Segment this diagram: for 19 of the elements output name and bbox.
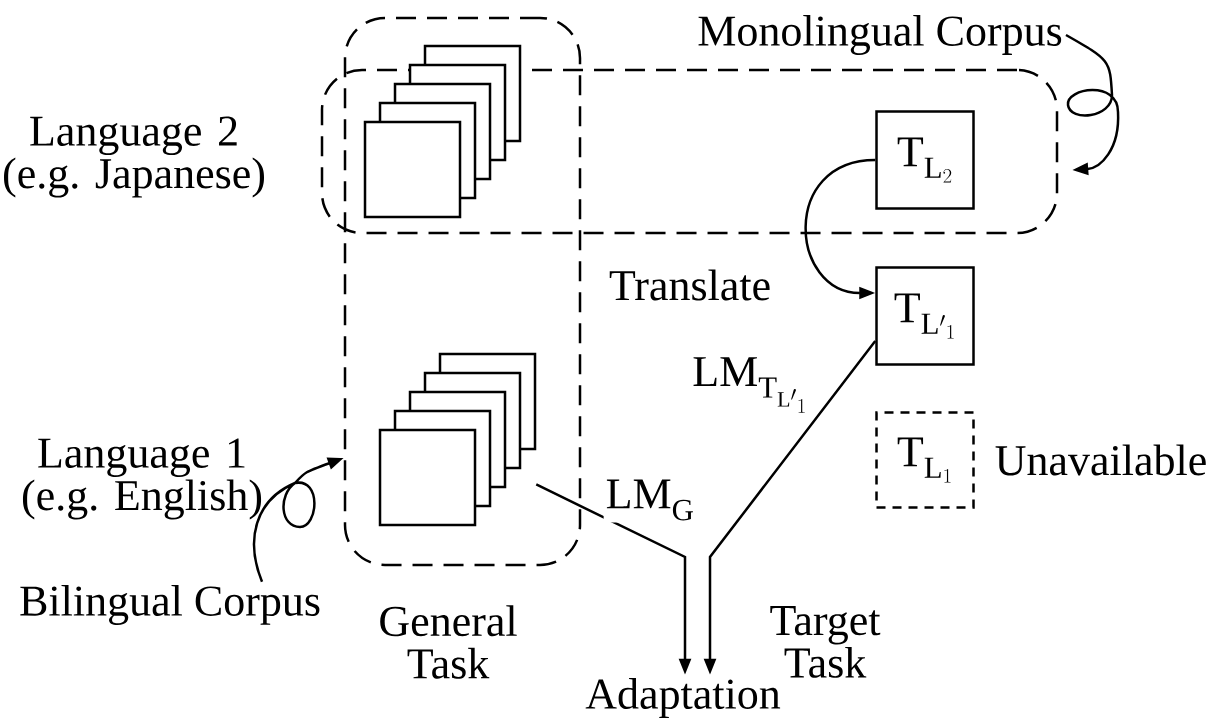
dashed-box: $\mathrm{T}_{\mathrm{L}_{1}}$	[875, 411, 975, 509]
dashed-region	[343, 16, 582, 567]
document-stack	[378, 352, 537, 527]
text-label: Language 2 (e.g. Japanese)	[4, 116, 264, 198]
text-label: General Task	[380, 605, 517, 679]
text-label: Target Task	[770, 606, 881, 678]
edge-label: $\mathrm{LM}_{\mathrm{G}}$	[603, 477, 697, 523]
text-label: Bilingual Corpus	[20, 585, 320, 625]
text-box: $\mathrm{T}_{\mathrm{L}_{2}}$	[875, 110, 975, 210]
text-box: $\mathrm{T}_{\mathrm{L'}_{1}}$	[875, 266, 975, 366]
text-label: Monolingual Corpus	[698, 15, 1062, 55]
side-label: Unavailable	[995, 444, 1206, 476]
text-label: Language 1 (e.g. English)	[22, 438, 262, 520]
arrow	[1065, 33, 1120, 176]
dashed-region	[320, 68, 1059, 235]
document-stack	[363, 44, 522, 219]
edge-label: $\mathrm{LM}_{\mathrm{T}_{\mathrm{L'}_{1}}}$	[690, 355, 810, 415]
edge-label: Translate	[606, 267, 774, 303]
text-label: Adaptation	[585, 678, 781, 718]
